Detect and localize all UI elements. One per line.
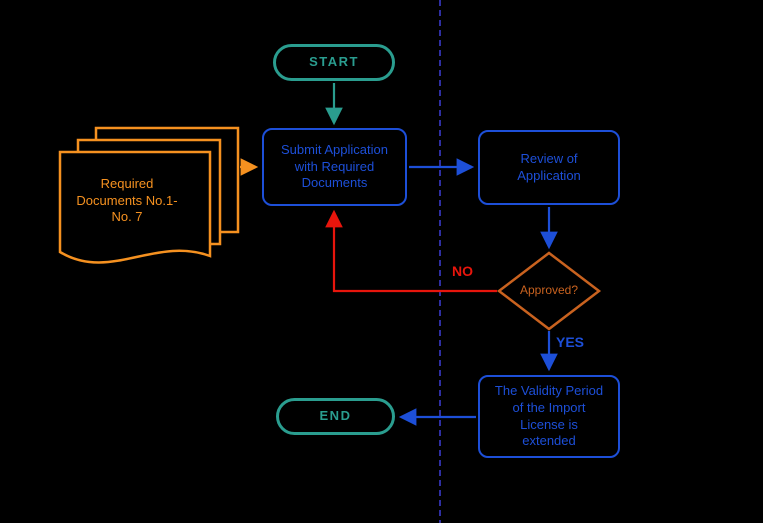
decision-approved-label: Approved? (519, 283, 579, 298)
document-shape-front (58, 150, 212, 264)
document-required-documents-label: Required Documents No.1- No. 7 (76, 176, 178, 225)
branch-label-no: NO (452, 263, 473, 279)
start-node: START (273, 44, 395, 81)
process-submit-application: Submit Application with Required Documen… (262, 128, 407, 206)
arrow-decision-no-to-submit (325, 209, 497, 293)
decision-diamond (496, 251, 602, 331)
end-node: END (276, 398, 395, 435)
process-validity-extended: The Validity Period of the Import Licens… (478, 375, 620, 458)
branch-label-yes: YES (556, 334, 585, 350)
process-review-application: Review of Application (478, 130, 620, 205)
